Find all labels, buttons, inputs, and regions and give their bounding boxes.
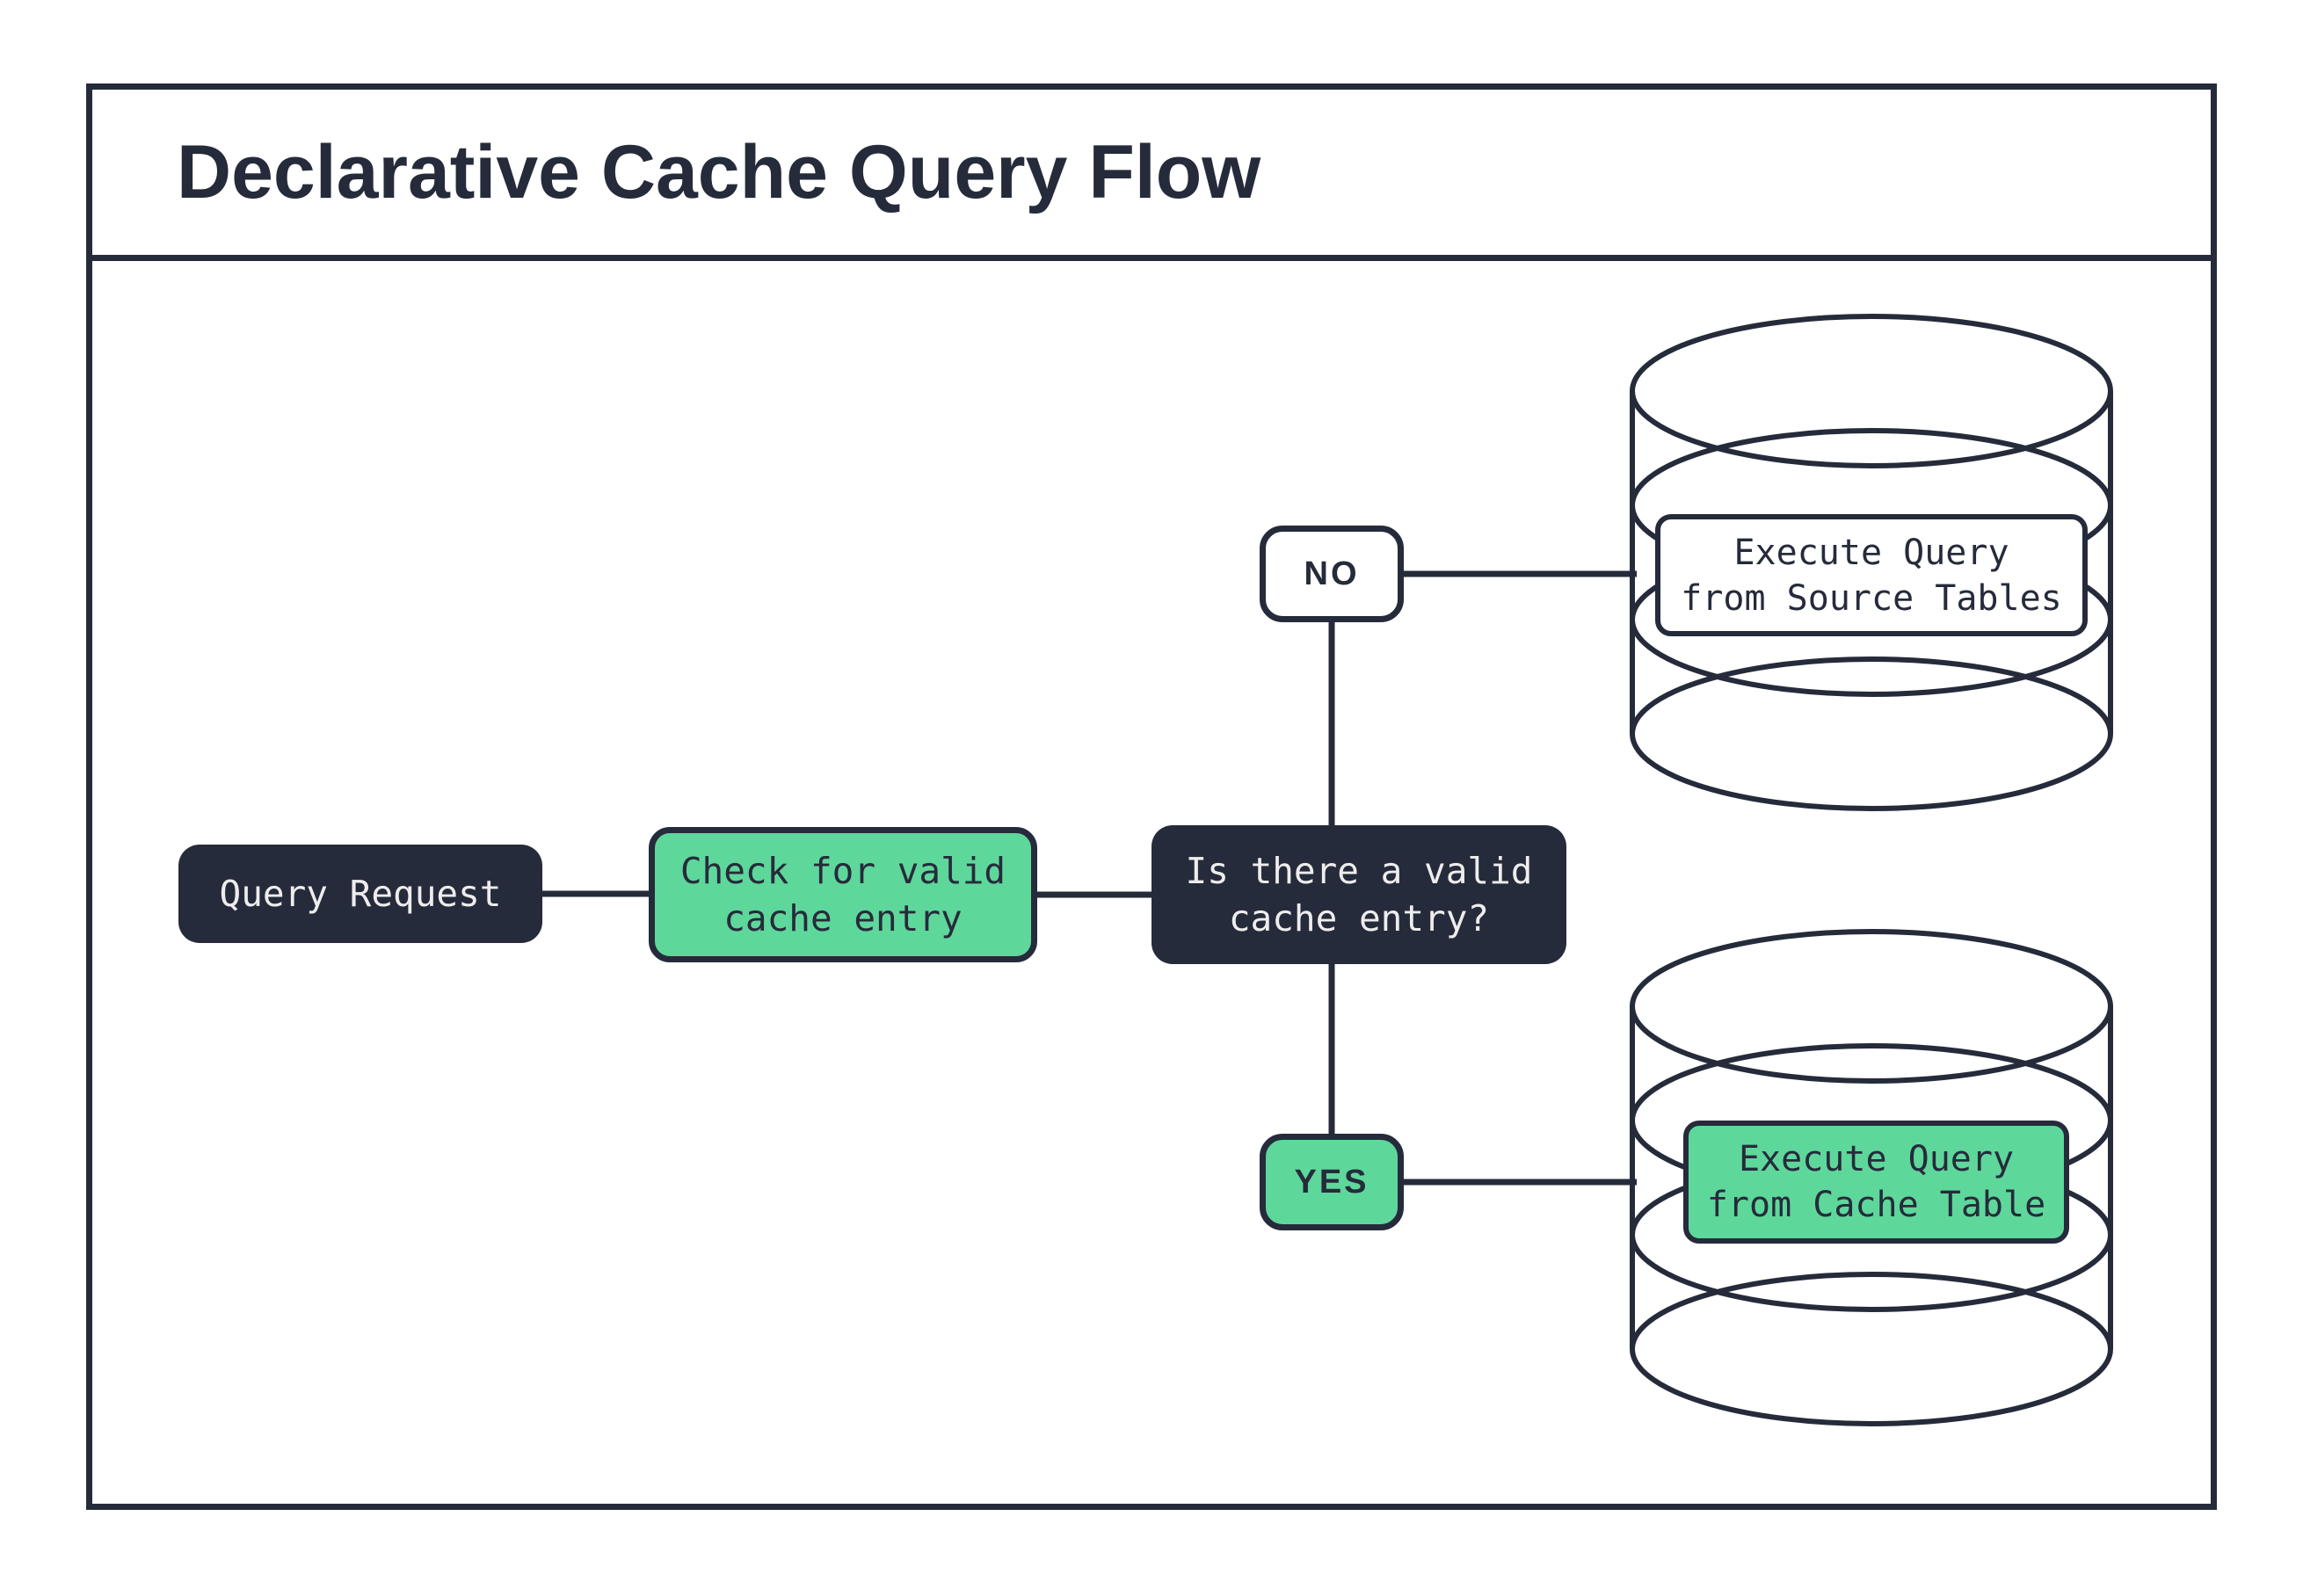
diagram-frame: Declarative Cache Query Flow [86,83,2217,1510]
source-cylinder-disk-1 [1630,314,2113,468]
title-bar: Declarative Cache Query Flow [92,90,2211,261]
cache-cylinder-disk-1 [1630,929,2113,1084]
node-decision-label: Is there a valid cache entry? [1185,850,1533,939]
source-cylinder-disk-4 [1630,657,2113,811]
node-query-request: Query Request [178,845,542,943]
branch-label-no: NO [1260,526,1404,622]
cache-database-cylinder-icon [1630,929,2113,1426]
node-decision-valid-cache: Is there a valid cache entry? [1152,825,1566,964]
node-execute-query-cache-table: Execute Query from Cache Table [1683,1121,2069,1244]
branch-label-yes: YES [1260,1134,1404,1230]
branch-yes-text: YES [1294,1164,1369,1201]
diagram-title: Declarative Cache Query Flow [177,129,1261,214]
connector-lines [536,570,1637,1186]
branch-no-text: NO [1304,555,1360,592]
node-source-db-label: Execute Query from Source Tables [1681,532,2062,619]
node-check-cache: Check for valid cache entry [649,827,1037,962]
source-database-cylinder-icon [1630,314,2113,811]
node-cache-db-label: Execute Query from Cache Table [1706,1139,2046,1225]
node-execute-query-source-tables: Execute Query from Source Tables [1655,514,2088,636]
cache-cylinder-disk-4 [1630,1272,2113,1426]
node-check-cache-label: Check for valid cache entry [679,850,1006,939]
node-query-request-label: Query Request [219,873,502,915]
